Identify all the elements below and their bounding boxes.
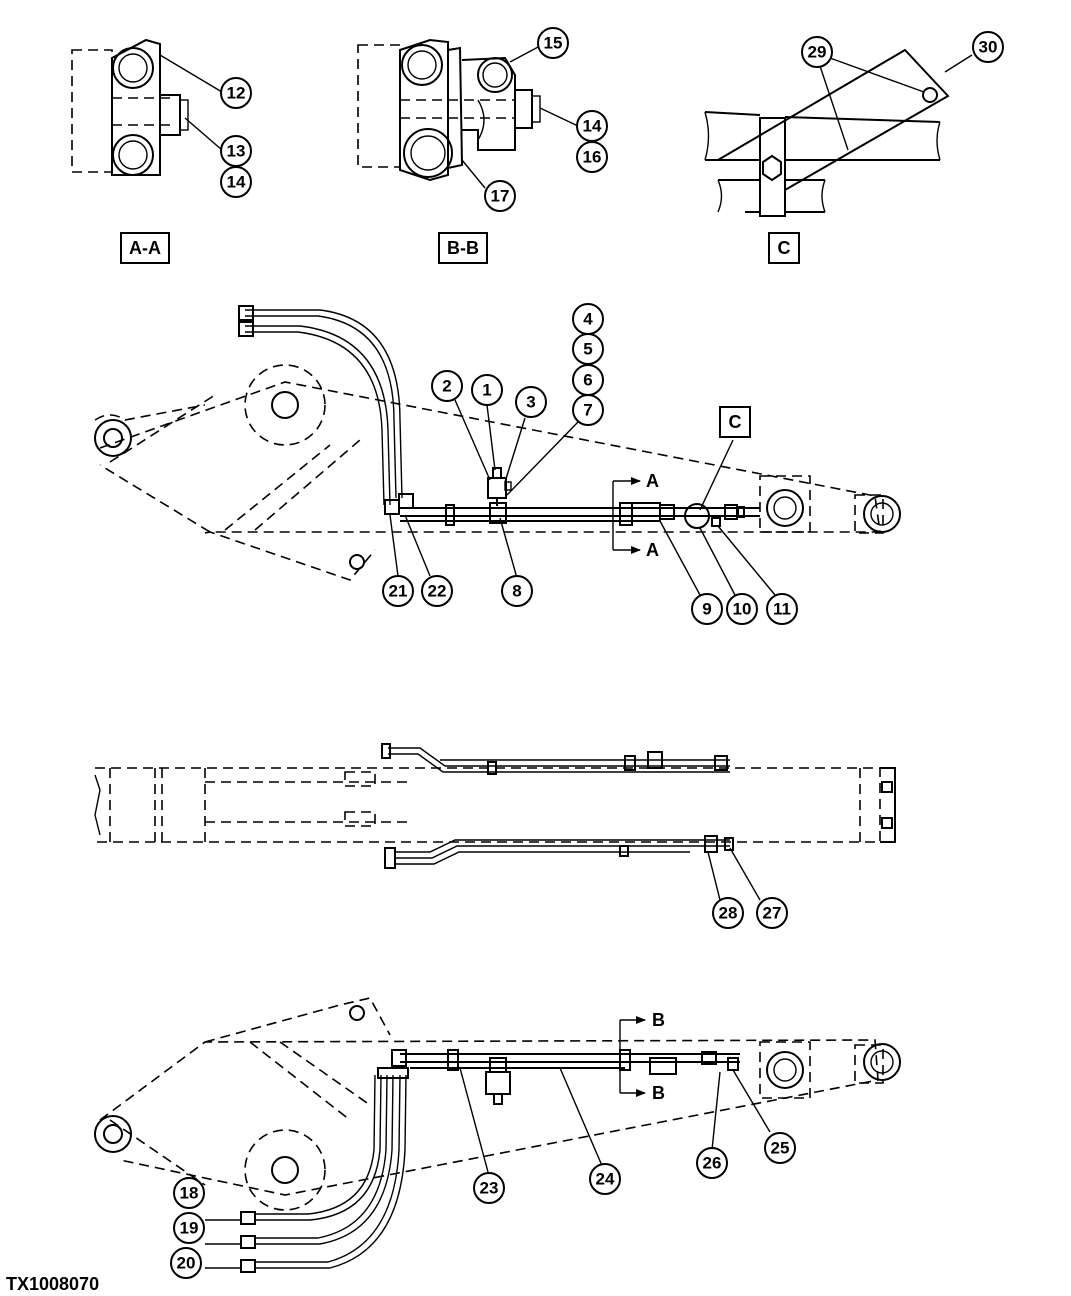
callout-28: 28 bbox=[712, 897, 744, 929]
callout-29: 29 bbox=[801, 36, 833, 68]
svg-text:29: 29 bbox=[808, 43, 827, 62]
svg-text:3: 3 bbox=[526, 393, 535, 412]
svg-text:2: 2 bbox=[442, 377, 451, 396]
svg-text:19: 19 bbox=[180, 1219, 199, 1238]
svg-text:12: 12 bbox=[227, 84, 246, 103]
view-c-callout-box: C bbox=[719, 406, 751, 438]
boom-side-view-lower bbox=[94, 997, 901, 1273]
callout-27: 27 bbox=[756, 897, 788, 929]
callout-15: 15 bbox=[537, 27, 569, 59]
callout-22: 22 bbox=[421, 575, 453, 607]
callout-7: 7 bbox=[572, 394, 604, 426]
callout-12: 12 bbox=[220, 77, 252, 109]
boom-side-view-upper bbox=[94, 305, 901, 596]
svg-text:21: 21 bbox=[389, 582, 408, 601]
callout-3: 3 bbox=[515, 386, 547, 418]
callout-26: 26 bbox=[696, 1147, 728, 1179]
svg-text:14: 14 bbox=[227, 173, 246, 192]
callout-30: 30 bbox=[972, 31, 1004, 63]
svg-text:26: 26 bbox=[703, 1154, 722, 1173]
callout-23: 23 bbox=[473, 1172, 505, 1204]
callout-8: 8 bbox=[501, 575, 533, 607]
svg-text:17: 17 bbox=[491, 187, 510, 206]
section-b-b-view bbox=[357, 38, 579, 189]
svg-text:8: 8 bbox=[512, 582, 521, 601]
callout-9: 9 bbox=[691, 593, 723, 625]
callout-19: 19 bbox=[173, 1212, 205, 1244]
svg-text:18: 18 bbox=[180, 1184, 199, 1203]
callout-20: 20 bbox=[170, 1247, 202, 1279]
section-marker-a-top: A bbox=[646, 471, 659, 491]
callout-16: 16 bbox=[576, 141, 608, 173]
svg-text:16: 16 bbox=[583, 148, 602, 167]
svg-text:10: 10 bbox=[733, 600, 752, 619]
svg-text:5: 5 bbox=[583, 340, 592, 359]
svg-text:30: 30 bbox=[979, 38, 998, 57]
callout-1: 1 bbox=[471, 374, 503, 406]
section-marker-b-bottom: B bbox=[652, 1083, 665, 1103]
callout-14-b: 14 bbox=[576, 110, 608, 142]
callout-17: 17 bbox=[484, 180, 516, 212]
callout-25: 25 bbox=[764, 1132, 796, 1164]
svg-text:23: 23 bbox=[480, 1179, 499, 1198]
view-label-c: C bbox=[768, 232, 800, 264]
svg-text:20: 20 bbox=[177, 1254, 196, 1273]
callout-11: 11 bbox=[766, 593, 798, 625]
svg-text:25: 25 bbox=[771, 1139, 790, 1158]
boom-top-view bbox=[94, 743, 896, 901]
view-label-a-a: A-A bbox=[120, 232, 170, 264]
section-a-a-view bbox=[71, 38, 223, 176]
svg-text:C: C bbox=[729, 412, 742, 432]
svg-text:24: 24 bbox=[596, 1170, 615, 1189]
svg-text:7: 7 bbox=[583, 401, 592, 420]
callout-4: 4 bbox=[572, 303, 604, 335]
view-c-detail bbox=[704, 48, 973, 217]
callout-6: 6 bbox=[572, 364, 604, 396]
view-label-b-b: B-B bbox=[438, 232, 488, 264]
section-marker-b-top: B bbox=[652, 1010, 665, 1030]
svg-text:28: 28 bbox=[719, 904, 738, 923]
svg-text:27: 27 bbox=[763, 904, 782, 923]
callout-10: 10 bbox=[726, 593, 758, 625]
svg-text:14: 14 bbox=[583, 117, 602, 136]
callout-24: 24 bbox=[589, 1163, 621, 1195]
svg-text:A-A: A-A bbox=[129, 238, 161, 258]
section-marker-a-bottom: A bbox=[646, 540, 659, 560]
callout-13: 13 bbox=[220, 135, 252, 167]
svg-text:4: 4 bbox=[583, 310, 593, 329]
figure-id: TX1008070 bbox=[6, 1274, 99, 1294]
svg-text:13: 13 bbox=[227, 142, 246, 161]
svg-text:11: 11 bbox=[773, 600, 791, 619]
callout-18: 18 bbox=[173, 1177, 205, 1209]
svg-text:15: 15 bbox=[544, 34, 563, 53]
callout-21: 21 bbox=[382, 575, 414, 607]
svg-text:1: 1 bbox=[482, 381, 491, 400]
svg-text:B-B: B-B bbox=[447, 238, 479, 258]
svg-text:6: 6 bbox=[583, 371, 592, 390]
callout-5: 5 bbox=[572, 333, 604, 365]
callout-14: 14 bbox=[220, 166, 252, 198]
callout-2: 2 bbox=[431, 370, 463, 402]
svg-text:9: 9 bbox=[702, 600, 711, 619]
svg-text:C: C bbox=[778, 238, 791, 258]
svg-text:22: 22 bbox=[428, 582, 447, 601]
